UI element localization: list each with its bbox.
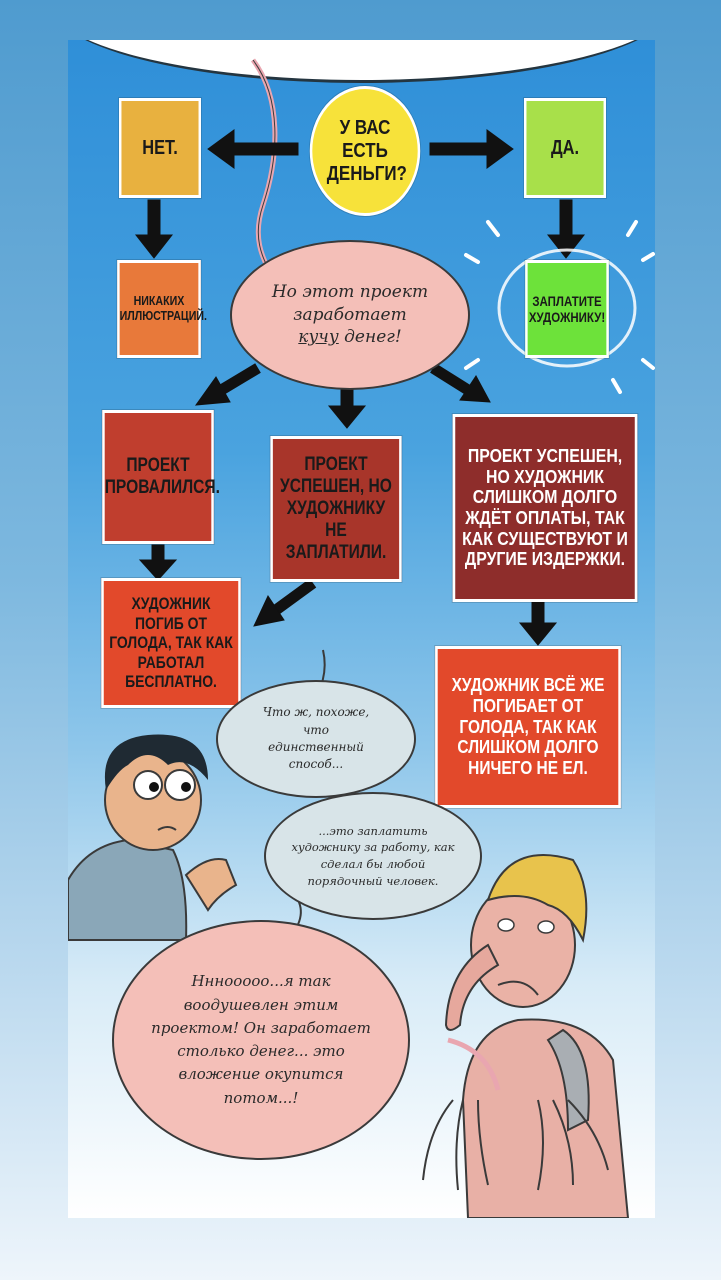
pay-artist-label: ЗАПЛАТИТЕ ХУДОЖНИКУ! — [528, 292, 606, 325]
arrow-no-down-head — [134, 234, 174, 259]
arrow-yes-down-head — [546, 234, 586, 259]
arrow-left-head — [194, 376, 231, 406]
only-way-text: Что ж, похоже, что единственный способ..… — [262, 705, 370, 772]
no-node: НЕТ. — [119, 98, 201, 198]
success-late-label: ПРОЕКТ УСПЕШЕН, НО ХУДОЖНИК СЛИШКОМ ДОЛГ… — [462, 445, 628, 570]
arrow-yes-down-shaft — [559, 199, 573, 241]
no-illustrations-node: НИКАКИХ ИЛЛЮСТРАЦИЙ. — [117, 260, 208, 358]
starved-free-node: ХУДОЖНИК ПОГИБ ОТ ГОЛОДА, ТАК КАК РАБОТА… — [101, 578, 241, 708]
arrow-right-shaft — [430, 363, 471, 395]
comic-panel: У ВАС ЕСТЬ ДЕНЬГИ? НЕТ. ДА. НИКАКИХ ИЛЛЮ… — [68, 40, 655, 1218]
success-late-node: ПРОЕКТ УСПЕШЕН, НО ХУДОЖНИК СЛИШКОМ ДОЛГ… — [452, 414, 638, 602]
arrow-notpaid-shaft — [272, 578, 317, 615]
project-money-text-post: денег! — [344, 327, 402, 348]
arrow-to-no-shaft — [227, 142, 299, 156]
arrows — [134, 129, 586, 646]
project-money-bubble: Но этот проект заработает кучу денег! — [230, 240, 470, 390]
tail-bubble-3 — [447, 1037, 501, 1091]
yes-label: ДА. — [550, 136, 580, 159]
glow-rays — [464, 220, 655, 394]
excited-bubble: Нннооооо...я так воодушевлен этим проект… — [112, 920, 410, 1160]
starved-late-label: ХУДОЖНИК ВСЁ ЖЕ ПОГИБАЕТ ОТ ГОЛОДА, ТАК … — [451, 675, 605, 779]
only-way-bubble: Что ж, похоже, что единственный способ..… — [216, 680, 416, 798]
arrow-notpaid-head — [253, 594, 285, 627]
project-failed-label: ПРОЕКТ ПРОВАЛИЛСЯ. — [104, 455, 220, 498]
arrow-right-head — [459, 375, 491, 403]
arrow-left-shaft — [215, 363, 261, 397]
no-label: НЕТ. — [142, 136, 178, 159]
pay-the-artist-text: ...это заплатить художнику за работу, ка… — [291, 823, 455, 888]
arrow-mid-head — [327, 405, 367, 429]
starved-free-label: ХУДОЖНИК ПОГИБ ОТ ГОЛОДА, ТАК КАК РАБОТА… — [109, 594, 233, 692]
artwork-layer — [68, 58, 655, 1218]
starved-late-node: ХУДОЖНИК ВСЁ ЖЕ ПОГИБАЕТ ОТ ГОЛОДА, ТАК … — [435, 646, 621, 808]
boy-character — [68, 734, 238, 941]
excited-text: Нннооооо...я так воодушевлен этим проект… — [151, 972, 371, 1107]
arrow-late-down-head — [518, 622, 558, 646]
project-money-text-emph: кучу — [298, 327, 339, 348]
project-failed-node: ПРОЕКТ ПРОВАЛИЛСЯ. — [102, 410, 220, 544]
glow-ring — [497, 248, 637, 368]
arrow-failed-down-head — [138, 559, 178, 581]
success-not-paid-label: ПРОЕКТ УСПЕШЕН, НО ХУДОЖНИКУ НЕ ЗАПЛАТИЛ… — [280, 454, 392, 563]
arrow-no-down-shaft — [147, 199, 161, 241]
success-not-paid-node: ПРОЕКТ УСПЕШЕН, НО ХУДОЖНИКУ НЕ ЗАПЛАТИЛ… — [270, 436, 402, 582]
artist-character — [422, 854, 630, 1218]
arrow-to-yes-shaft — [429, 142, 493, 156]
arrow-to-no-head — [207, 129, 235, 169]
yes-node: ДА. — [524, 98, 606, 198]
arrow-to-yes-head — [486, 129, 514, 169]
question-label: У ВАС ЕСТЬ ДЕНЬГИ? — [326, 116, 407, 185]
no-illustrations-label: НИКАКИХ ИЛЛЮСТРАЦИЙ. — [119, 293, 208, 323]
project-money-text-pre: Но этот проект заработает — [271, 281, 429, 325]
pay-artist-node: ЗАПЛАТИТЕ ХУДОЖНИКУ! — [525, 260, 609, 358]
pay-the-artist-bubble: ...это заплатить художнику за работу, ка… — [264, 792, 482, 920]
question-node: У ВАС ЕСТЬ ДЕНЬГИ? — [309, 86, 421, 216]
